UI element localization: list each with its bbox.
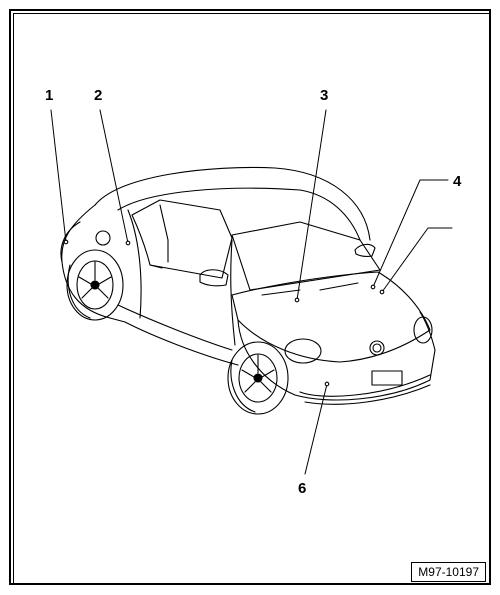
rear-wheel xyxy=(66,249,124,321)
figure-code: M97-10197 xyxy=(411,562,486,582)
license-plate xyxy=(371,370,403,386)
callout-1: 1 xyxy=(45,87,54,104)
front-wheel xyxy=(227,341,289,415)
leader-lines xyxy=(50,109,453,475)
figure-frame xyxy=(9,9,491,585)
callout-3: 3 xyxy=(320,87,329,104)
callout-4: 4 xyxy=(453,173,462,190)
emblem xyxy=(369,340,385,356)
car-body xyxy=(60,166,436,405)
wipers xyxy=(261,282,359,296)
point-markers xyxy=(63,239,385,387)
figure-inner-border xyxy=(13,13,491,585)
headlights xyxy=(284,316,433,364)
callout-6: 6 xyxy=(298,480,307,497)
callout-2: 2 xyxy=(94,87,103,104)
